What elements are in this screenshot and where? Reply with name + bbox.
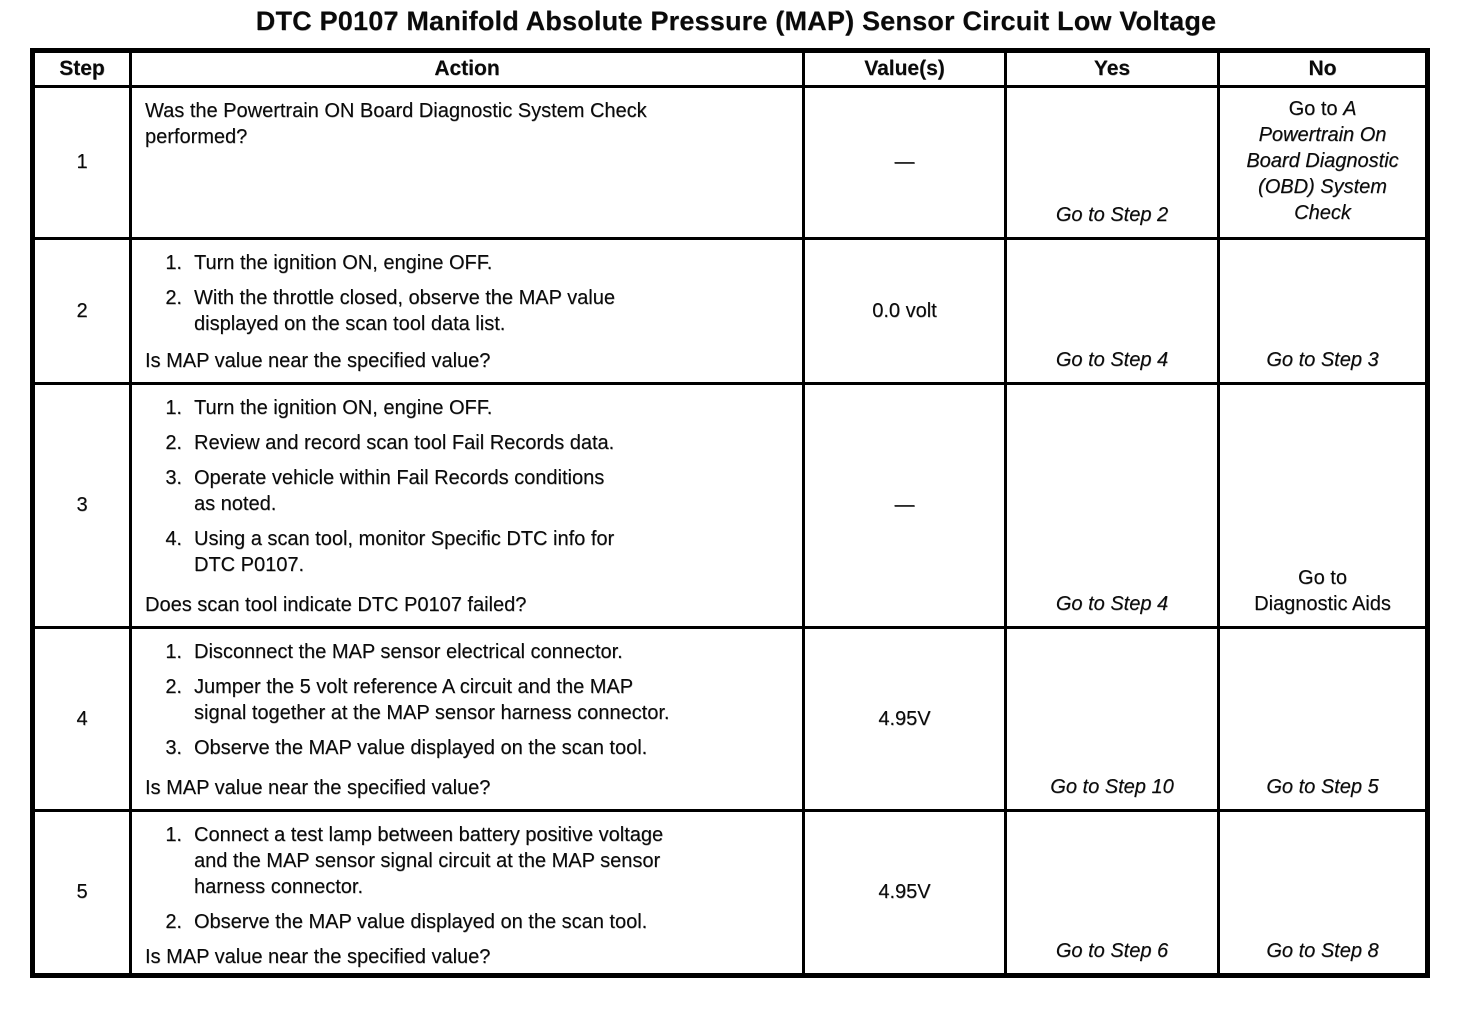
list-item: 1. Connect a test lamp between battery p…: [145, 822, 796, 900]
step-2-no-cell: Go to Step 3: [1220, 240, 1425, 385]
item-text: Observe the MAP value displayed on the s…: [194, 911, 648, 933]
step-5-value-cell: 4.95V: [805, 812, 1007, 973]
step-1-value-cell: —: [805, 88, 1007, 240]
step-1-yes-cell: Go to Step 2: [1007, 88, 1220, 240]
col-header-step: Step: [35, 53, 132, 88]
list-item: 4. Using a scan tool, monitor Specific D…: [145, 526, 796, 578]
col-header-no: No: [1220, 53, 1425, 88]
item-text: With the throttle closed, observe the MA…: [194, 287, 615, 335]
list-item: 3. Observe the MAP value displayed on th…: [145, 735, 796, 761]
item-text: Disconnect the MAP sensor electrical con…: [194, 641, 623, 663]
item-number: 2.: [165, 911, 182, 933]
step-5-value: 4.95V: [878, 881, 931, 903]
step-2-yes-cell: Go to Step 4: [1007, 240, 1220, 385]
step-4-value: 4.95V: [878, 707, 931, 730]
step-1-no-reference: A Powertrain On Board Diagnostic (OBD) S…: [1246, 97, 1399, 224]
item-text: Jumper the 5 volt reference A circuit an…: [194, 676, 670, 724]
item-number: 4.: [165, 528, 182, 550]
item-number: 2.: [165, 676, 182, 698]
step-3-yes-cell: Go to Step 4: [1007, 385, 1220, 629]
item-number: 3.: [165, 737, 182, 759]
col-header-values: Value(s): [805, 53, 1007, 88]
item-number: 2.: [165, 287, 182, 309]
step-4-value-cell: 4.95V: [805, 629, 1007, 812]
list-item: 2. Jumper the 5 volt reference A circuit…: [145, 674, 796, 726]
list-item: 1. Turn the ignition ON, engine OFF.: [145, 250, 796, 276]
item-number: 1.: [165, 252, 182, 274]
step-3-no-cell: Go to Diagnostic Aids: [1220, 385, 1425, 629]
step-2-no-link: Go to Step 3: [1266, 349, 1379, 371]
page-title: DTC P0107 Manifold Absolute Pressure (MA…: [255, 6, 1217, 36]
step-3-question: Does scan tool indicate DTC P0107 failed…: [145, 594, 527, 616]
list-item: 2. Observe the MAP value displayed on th…: [145, 909, 796, 935]
step-3-yes-link: Go to Step 4: [1055, 593, 1169, 615]
step-1-no-cell: Go to A Powertrain On Board Diagnostic (…: [1220, 88, 1425, 240]
list-item: 2. Review and record scan tool Fail Reco…: [145, 430, 796, 456]
item-number: 1.: [165, 397, 182, 419]
list-item: 1. Turn the ignition ON, engine OFF.: [145, 395, 796, 421]
col-header-action: Action: [132, 53, 805, 88]
step-4-no-cell: Go to Step 5: [1220, 629, 1425, 812]
item-text: Using a scan tool, monitor Specific DTC …: [194, 528, 615, 576]
step-1-action-cell: Was the Powertrain ON Board Diagnostic S…: [132, 88, 805, 240]
step-5-action-cell: 1. Connect a test lamp between battery p…: [132, 812, 805, 973]
step-1-number: 1: [35, 88, 132, 240]
step-2-question: Is MAP value near the specified value?: [145, 350, 491, 372]
item-text: Review and record scan tool Fail Records…: [194, 432, 615, 454]
list-item: 1. Disconnect the MAP sensor electrical …: [145, 639, 796, 665]
step-4-no-link: Go to Step 5: [1266, 776, 1379, 798]
step-2-value: 0.0 volt: [872, 299, 937, 322]
step-5-number: 5: [35, 812, 132, 973]
step-2-action-cell: 1. Turn the ignition ON, engine OFF. 2. …: [132, 240, 805, 385]
step-2-yes-link: Go to Step 4: [1055, 349, 1169, 371]
step-4-action-list: 1. Disconnect the MAP sensor electrical …: [145, 639, 796, 770]
step-5-question: Is MAP value near the specified value?: [145, 946, 491, 968]
step-5-no-link: Go to Step 8: [1266, 940, 1379, 962]
item-number: 3.: [165, 467, 182, 489]
step-4-yes-link: Go to Step 10: [1050, 776, 1174, 798]
col-header-yes: Yes: [1007, 53, 1220, 88]
item-text: Turn the ignition ON, engine OFF.: [194, 397, 493, 419]
step-2-value-cell: 0.0 volt: [805, 240, 1007, 385]
item-text: Operate vehicle within Fail Records cond…: [194, 467, 605, 515]
step-2-action-list: 1. Turn the ignition ON, engine OFF. 2. …: [145, 250, 796, 346]
diagnostic-table: Step Action Value(s) Yes No 1 Was the Po…: [30, 48, 1430, 978]
item-number: 2.: [165, 432, 182, 454]
step-3-value-cell: —: [805, 385, 1007, 629]
list-item: 2. With the throttle closed, observe the…: [145, 285, 796, 337]
step-3-action-cell: 1. Turn the ignition ON, engine OFF. 2. …: [132, 385, 805, 629]
item-text: Observe the MAP value displayed on the s…: [194, 737, 648, 759]
step-1-no-link: Go to A Powertrain On Board Diagnostic (…: [1246, 96, 1398, 226]
step-1-yes-link: Go to Step 2: [1055, 204, 1169, 226]
step-3-value: —: [894, 494, 915, 516]
item-text: Turn the ignition ON, engine OFF.: [194, 252, 493, 274]
step-3-number: 3: [35, 385, 132, 629]
step-5-yes-cell: Go to Step 6: [1007, 812, 1220, 973]
step-3-action-list: 1. Turn the ignition ON, engine OFF. 2. …: [145, 395, 796, 587]
step-4-yes-cell: Go to Step 10: [1007, 629, 1220, 812]
step-1-no-prefix: Go to: [1288, 97, 1344, 120]
step-4-number: 4: [35, 629, 132, 812]
list-item: 3. Operate vehicle within Fail Records c…: [145, 465, 796, 517]
step-4-question: Is MAP value near the specified value?: [145, 777, 491, 799]
step-4-action-cell: 1. Disconnect the MAP sensor electrical …: [132, 629, 805, 812]
step-5-no-cell: Go to Step 8: [1220, 812, 1425, 973]
step-3-no-link: Go to Diagnostic Aids: [1254, 567, 1391, 615]
step-5-yes-link: Go to Step 6: [1055, 940, 1169, 962]
item-text: Connect a test lamp between battery posi…: [194, 824, 664, 898]
item-number: 1.: [165, 641, 182, 663]
step-5-action-list: 1. Connect a test lamp between battery p…: [145, 822, 796, 944]
item-number: 1.: [165, 824, 182, 846]
step-2-number: 2: [35, 240, 132, 385]
step-1-question: Was the Powertrain ON Board Diagnostic S…: [145, 100, 647, 148]
step-1-value: —: [894, 151, 915, 173]
